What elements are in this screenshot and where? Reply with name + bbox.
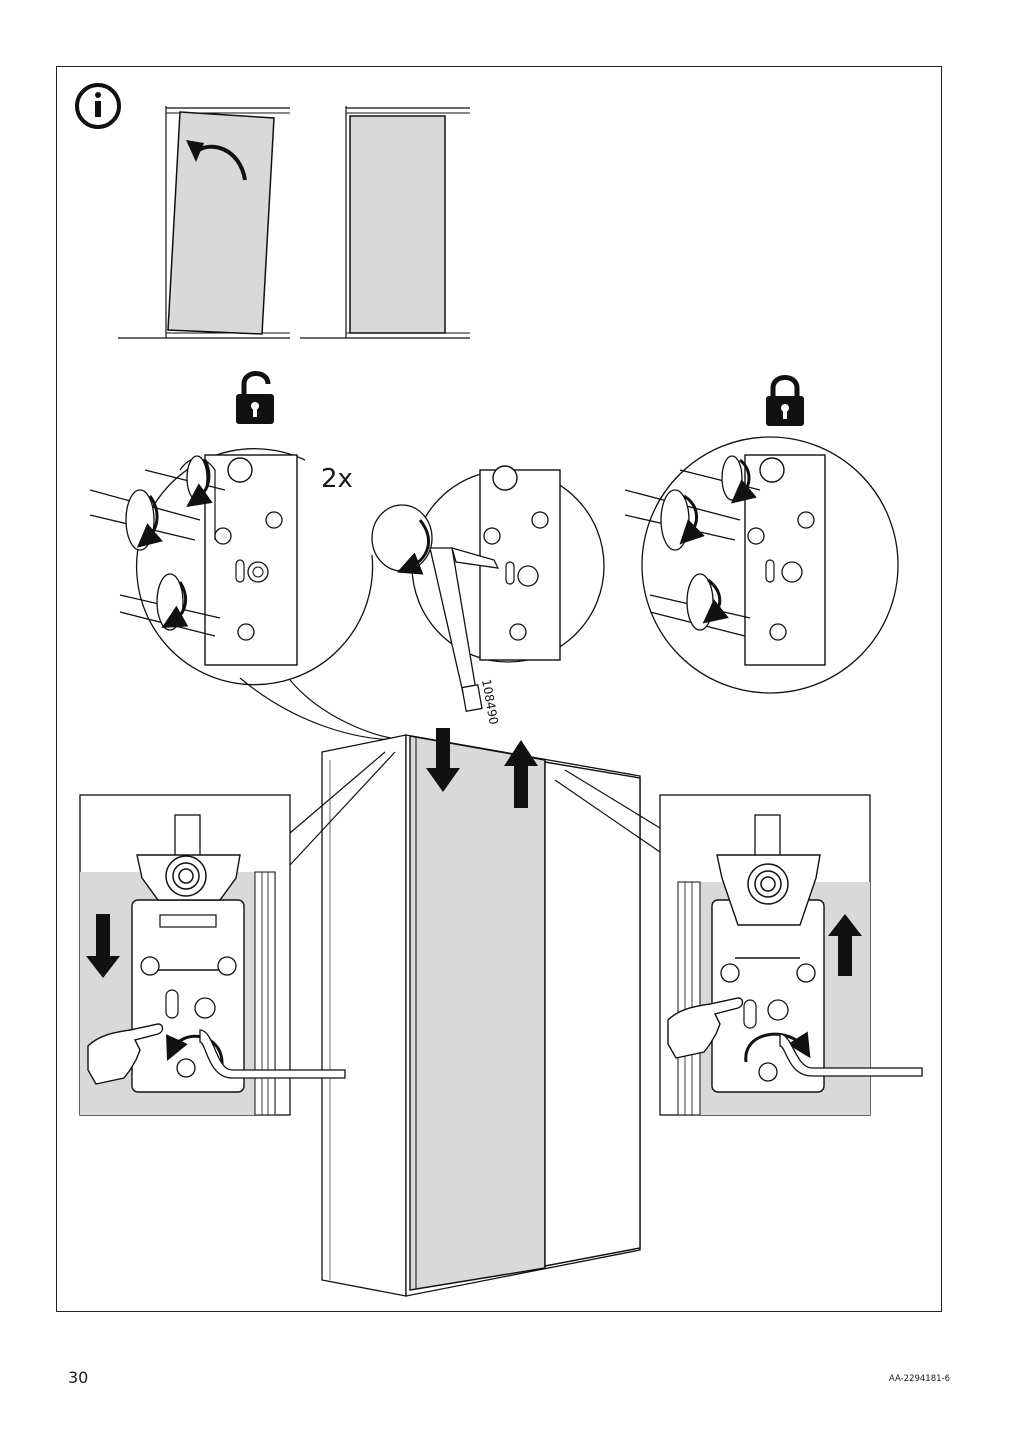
allen-key-detail-circle — [371, 465, 605, 712]
instruction-frame — [56, 66, 942, 1312]
right-adjustment-detail — [554, 769, 923, 1116]
document-code: AA-2294181-6 — [888, 1374, 950, 1384]
pointing-hand-icon — [87, 1023, 164, 1085]
wardrobe — [321, 734, 641, 1297]
info-icon — [75, 83, 121, 129]
lock-detail-circle — [624, 436, 899, 694]
up-arrow-icon — [504, 740, 538, 808]
tool-code: 108490 — [479, 678, 501, 726]
locked-padlock-icon — [766, 375, 804, 426]
pointing-hand-icon — [667, 997, 744, 1059]
page-number: 30 — [68, 1368, 89, 1387]
down-arrow-icon — [426, 728, 460, 792]
straight-door-panel — [300, 106, 470, 339]
unlocked-padlock-icon — [236, 371, 274, 424]
tilted-door-panel — [118, 106, 290, 339]
count-label: 2x — [321, 464, 353, 494]
left-adjustment-detail — [79, 751, 396, 1116]
allen-key-icon — [429, 547, 500, 712]
unlock-detail-circle — [89, 448, 403, 741]
left-door — [409, 735, 546, 1291]
right-door — [544, 761, 641, 1267]
